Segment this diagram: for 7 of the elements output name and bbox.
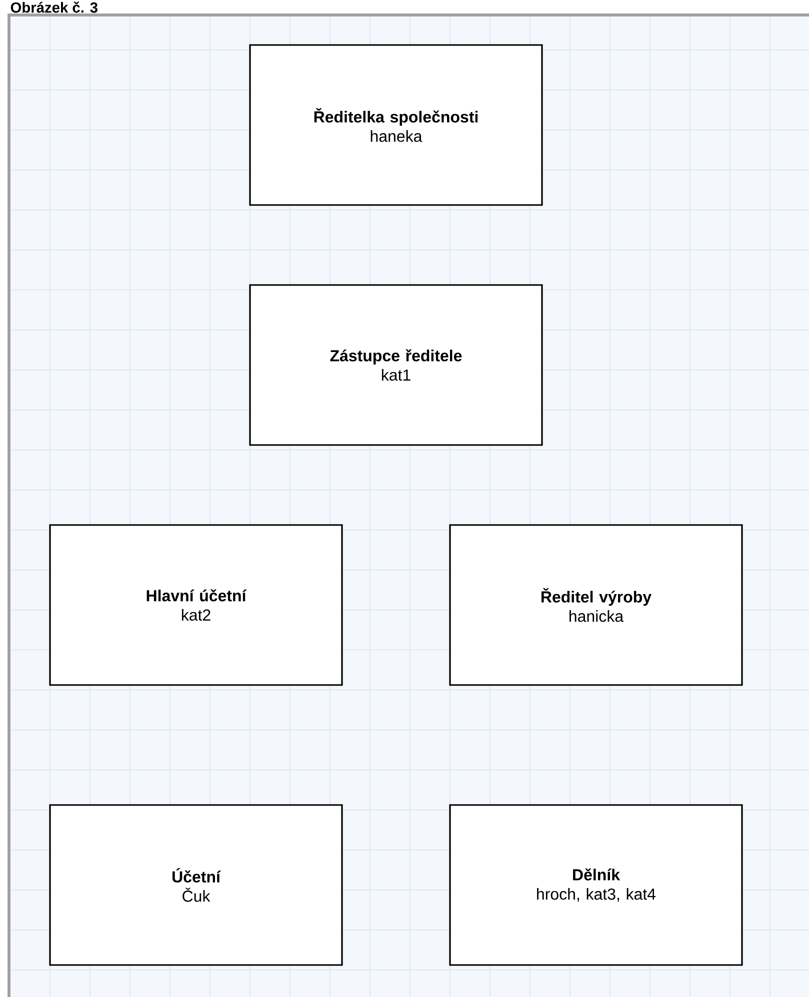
title: Obrázek č. 3 xyxy=(10,2,98,13)
org-box: Zástupce ředitele kat1 xyxy=(249,284,543,446)
org-box: Účetní Čuk xyxy=(49,804,343,966)
org-box: Ředitel výroby hanicka xyxy=(449,524,743,686)
org-box: Ředitelka společnosti haneka xyxy=(249,44,543,206)
org-box: Dělník hroch, kat3, kat4 xyxy=(449,804,743,966)
org-box: Hlavní účetní kat2 xyxy=(49,524,343,686)
